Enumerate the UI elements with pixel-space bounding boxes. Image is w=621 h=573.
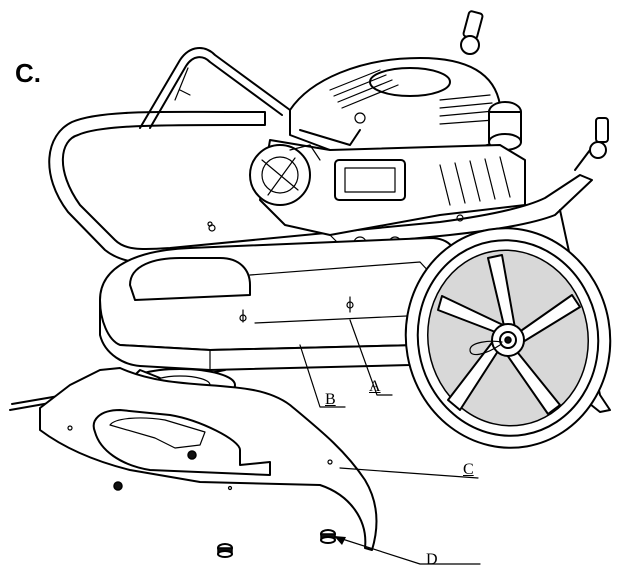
step-label: C. — [15, 58, 41, 88]
leader-lines — [299, 319, 481, 565]
callout-a: A — [369, 378, 381, 395]
nuts — [217, 529, 336, 558]
callout-c: C — [463, 461, 474, 478]
nut-right — [320, 529, 336, 544]
nut-left — [217, 543, 233, 558]
callout-b: B — [325, 391, 336, 408]
debris-shield — [39, 367, 378, 551]
callout-d: D — [426, 551, 438, 568]
wheel — [404, 227, 612, 449]
engine — [249, 57, 526, 251]
mower-deck — [99, 221, 458, 371]
